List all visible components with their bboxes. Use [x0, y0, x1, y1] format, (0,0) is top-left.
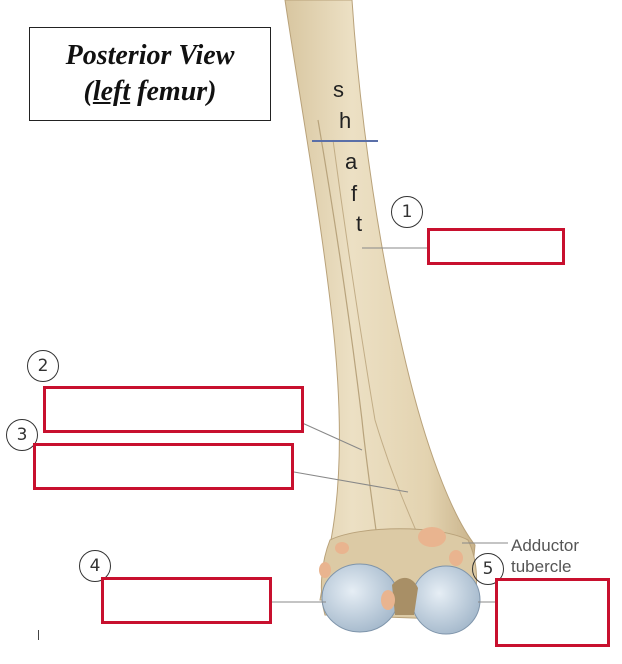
- answer-box-4[interactable]: [101, 577, 272, 624]
- adductor-tubercle-label: Adductor tubercle: [511, 536, 580, 576]
- leader-line-2: [299, 421, 363, 451]
- callout-number-2: 2: [27, 350, 59, 382]
- title-line-1: Posterior View: [65, 40, 235, 71]
- linea-aspera-ridge: [317, 119, 379, 546]
- title-underlined-word: left: [92, 76, 131, 107]
- callout-number-5: 5: [472, 553, 504, 585]
- shaft-letter-h: h: [339, 108, 352, 133]
- shaft-letter-t: t: [356, 211, 363, 236]
- answer-box-3[interactable]: [33, 443, 294, 490]
- shaft-letter-a: a: [345, 149, 358, 174]
- answer-box-2[interactable]: [43, 386, 304, 433]
- leader-line-3: [293, 471, 409, 493]
- intercondylar-fossa: [392, 577, 418, 615]
- shaft-letter-s: s: [333, 77, 344, 102]
- lateral-condyle: [411, 565, 481, 635]
- callout-number-1: 1: [391, 196, 423, 228]
- answer-box-1[interactable]: [427, 228, 565, 265]
- callout-number-4: 4: [79, 550, 111, 582]
- answer-box-5[interactable]: [495, 578, 610, 647]
- title-box: Posterior View (left femur): [29, 27, 271, 121]
- shaft-letter-f: f: [351, 181, 358, 206]
- callout-number-3: 3: [6, 419, 38, 451]
- margin-tick: [38, 630, 39, 640]
- title-line-2: (left femur): [83, 76, 217, 107]
- femur-shaft: [284, 0, 476, 601]
